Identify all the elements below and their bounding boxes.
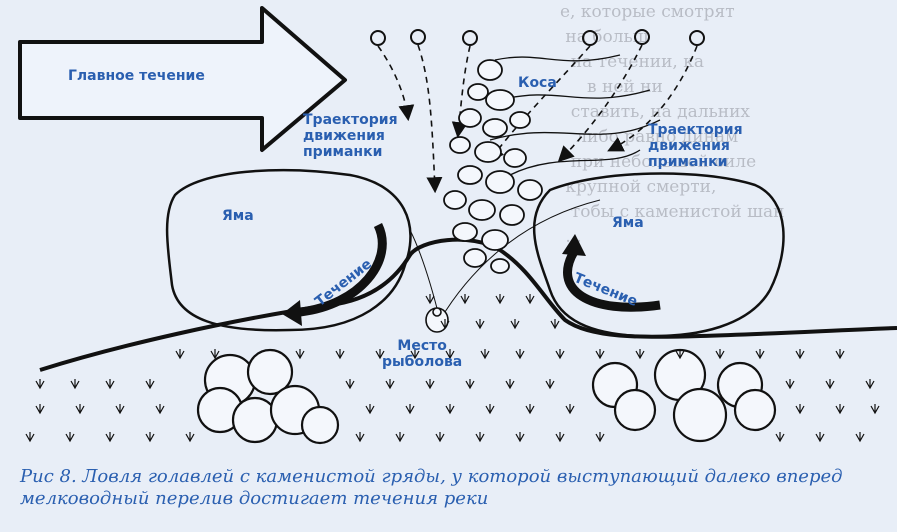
grass-mark xyxy=(175,349,185,360)
angler-place-label: Место рыболова xyxy=(382,338,463,370)
grass-mark xyxy=(475,319,485,330)
grass-mark xyxy=(145,379,155,390)
grass-mark xyxy=(410,349,420,360)
grass-mark xyxy=(835,404,845,415)
grass-mark xyxy=(185,432,195,443)
grass-mark xyxy=(335,349,345,360)
grass-mark xyxy=(825,379,835,390)
grass-mark xyxy=(515,432,525,443)
pit-right-outline xyxy=(532,172,785,338)
figure-caption: Рис 8. Ловля голавлей с каменистой гряды… xyxy=(20,466,843,509)
grass-mark xyxy=(70,379,80,390)
grass-mark xyxy=(295,349,305,360)
grass-mark xyxy=(115,404,125,415)
grass-mark xyxy=(65,432,75,443)
trajectory-label-top: Траектория движения приманки xyxy=(303,112,398,160)
lure-trajectories xyxy=(377,44,698,194)
grass-mark xyxy=(75,404,85,415)
grass-mark xyxy=(795,404,805,415)
grass-mark xyxy=(395,432,405,443)
grass-mark xyxy=(105,379,115,390)
grass-mark xyxy=(550,319,560,330)
grass-mark xyxy=(105,432,115,443)
grass-mark xyxy=(355,432,365,443)
pit-right-label: Яма xyxy=(612,215,644,231)
main-current-arrow xyxy=(18,6,347,152)
grass-mark xyxy=(440,319,450,330)
grass-mark xyxy=(425,294,435,305)
grass-mark xyxy=(815,432,825,443)
grass-mark xyxy=(545,379,555,390)
spit-label: Коса xyxy=(518,75,557,91)
pit-left-label: Яма xyxy=(222,208,254,224)
grass-mark xyxy=(35,404,45,415)
grass-mark xyxy=(510,319,520,330)
grass-mark xyxy=(375,349,385,360)
angler-icon xyxy=(425,307,449,333)
grass-mark xyxy=(460,294,470,305)
grass-mark xyxy=(775,432,785,443)
grass-mark xyxy=(870,404,880,415)
grass-mark xyxy=(865,379,875,390)
grass-mark xyxy=(485,404,495,415)
grass-mark xyxy=(555,432,565,443)
grass-mark xyxy=(35,379,45,390)
grass-mark xyxy=(365,404,375,415)
grass-mark xyxy=(635,349,645,360)
grass-mark xyxy=(785,379,795,390)
float-markers xyxy=(370,29,705,46)
grass-mark xyxy=(595,349,605,360)
bush-right xyxy=(591,348,777,443)
grass-mark xyxy=(495,294,505,305)
grass-mark xyxy=(445,349,455,360)
grass-mark xyxy=(595,432,605,443)
grass-mark xyxy=(835,349,845,360)
grass-mark xyxy=(145,432,155,443)
grass-mark xyxy=(445,404,455,415)
grass-marks xyxy=(25,294,880,443)
grass-mark xyxy=(475,432,485,443)
grass-mark xyxy=(25,432,35,443)
grass-mark xyxy=(155,404,165,415)
water-lines xyxy=(489,54,661,176)
trajectory-label-right: Траектория движения приманки xyxy=(648,122,743,170)
pit-left-outline xyxy=(165,168,412,332)
grass-mark xyxy=(795,349,805,360)
grass-mark xyxy=(345,379,355,390)
grass-mark xyxy=(405,404,415,415)
grass-mark xyxy=(755,349,765,360)
stone-spit xyxy=(443,59,543,274)
grass-mark xyxy=(425,379,435,390)
grass-mark xyxy=(435,432,445,443)
main-current-label: Главное течение xyxy=(68,68,205,84)
grass-mark xyxy=(565,404,575,415)
grass-mark xyxy=(480,349,490,360)
current-left-arrow xyxy=(299,223,387,317)
bush-left xyxy=(196,348,340,445)
grass-mark xyxy=(525,404,535,415)
grass-mark xyxy=(675,349,685,360)
grass-mark xyxy=(715,349,725,360)
grass-mark xyxy=(515,349,525,360)
grass-mark xyxy=(465,379,475,390)
grass-mark xyxy=(555,349,565,360)
grass-mark xyxy=(210,349,220,360)
grass-mark xyxy=(855,432,865,443)
current-right-arrow xyxy=(563,247,661,312)
grass-mark xyxy=(385,379,395,390)
grass-mark xyxy=(505,379,515,390)
grass-mark xyxy=(525,294,535,305)
